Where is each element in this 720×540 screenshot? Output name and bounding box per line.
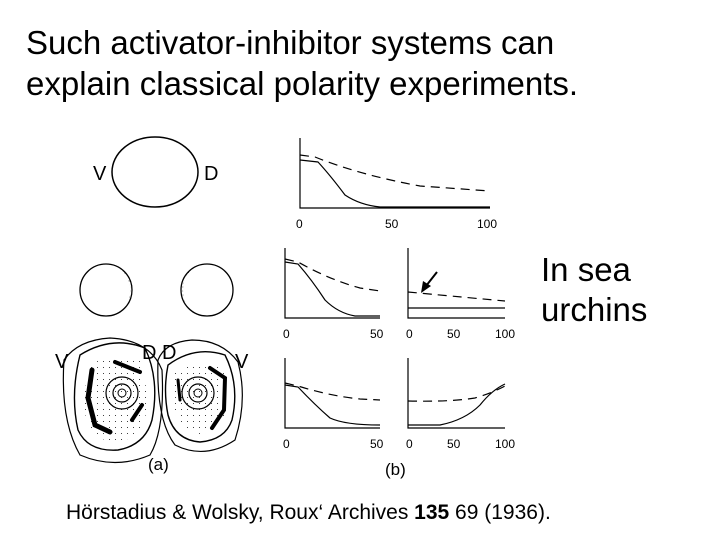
plot-mid-right-tick-100: 100 — [495, 327, 515, 341]
arrow-shaft — [426, 272, 437, 286]
panel-a: V D — [55, 137, 249, 474]
half-egg-right — [181, 264, 233, 316]
whole-egg: V D — [93, 137, 218, 207]
plot-bot-left-inhibitor — [285, 383, 380, 400]
plot-mid-left-tick-50: 50 — [370, 327, 384, 341]
plot-bot-right-tick-100: 100 — [495, 437, 515, 451]
plot-bot-left-tick-0: 0 — [283, 437, 290, 451]
plot-mid-left-axes — [285, 248, 380, 318]
plot-top-axes — [300, 138, 490, 208]
plot-mid-left-inhibitor — [285, 259, 380, 291]
plot-bot-right-activator — [408, 384, 505, 425]
plot-bot-left: 0 50 — [283, 358, 384, 451]
citation-rest: 69 (1936). — [449, 501, 551, 524]
plot-mid-right-inhibitor — [408, 292, 505, 301]
plot-bot-left-activator — [285, 385, 380, 425]
plot-mid-left-activator — [285, 262, 380, 316]
plot-top: 0 50 100 — [296, 138, 497, 231]
plot-bot-left-axes — [285, 358, 380, 428]
label-d-right: D — [162, 342, 176, 364]
plot-top-tick-0: 0 — [296, 217, 303, 231]
label-v-top: V — [93, 163, 107, 185]
plot-top-tick-50: 50 — [385, 217, 399, 231]
panel-b: 0 50 100 0 50 0 50 100 0 — [283, 138, 515, 479]
caption-a: (a) — [148, 455, 169, 474]
citation: Hörstadius & Wolsky, Roux‘ Archives 135 … — [66, 500, 551, 526]
label-v-left: V — [55, 351, 69, 373]
plot-mid-left-tick-0: 0 — [283, 327, 290, 341]
label-v-right: V — [235, 351, 249, 373]
plot-bot-left-tick-50: 50 — [370, 437, 384, 451]
citation-authors: Hörstadius & Wolsky, Roux‘ Archives — [66, 501, 414, 524]
plot-top-activator — [300, 160, 490, 207]
plot-bot-right-tick-50: 50 — [447, 437, 461, 451]
label-d-top: D — [204, 163, 218, 185]
citation-volume: 135 — [414, 501, 449, 524]
plot-mid-left: 0 50 — [283, 248, 384, 341]
half-egg-right-stipple — [182, 265, 201, 315]
plot-bot-right-tick-0: 0 — [406, 437, 413, 451]
egg-outline — [112, 137, 198, 207]
larva-right-rod — [178, 380, 180, 400]
plot-mid-right: 0 50 100 — [406, 248, 515, 341]
plot-bot-right: 0 50 100 — [406, 358, 515, 451]
plot-top-tick-100: 100 — [477, 217, 497, 231]
half-egg-left-stipple — [112, 265, 131, 315]
label-d-left: D — [142, 342, 156, 364]
half-egg-left — [80, 264, 132, 316]
plot-mid-right-tick-50: 50 — [447, 327, 461, 341]
plot-top-inhibitor — [300, 155, 490, 191]
plot-mid-right-tick-0: 0 — [406, 327, 413, 341]
caption-b: (b) — [385, 460, 406, 479]
